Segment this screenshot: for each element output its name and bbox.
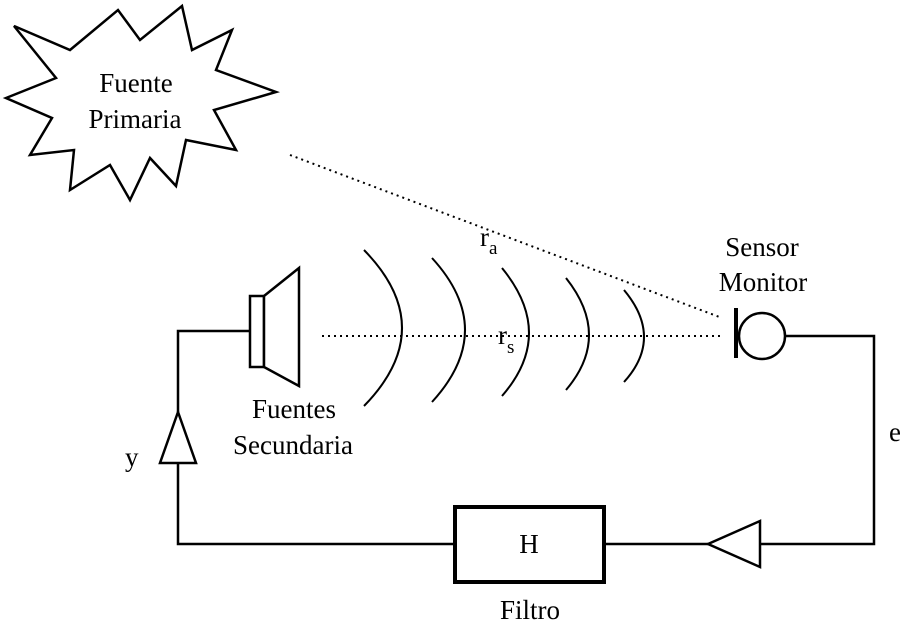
error-signal-label: e — [889, 417, 900, 447]
primary-source-starburst — [2, 3, 281, 203]
microphone-icon — [734, 308, 787, 361]
sound-wave-arc — [363, 249, 403, 407]
distance-rs-label: rs — [498, 320, 514, 358]
sound-wave-arc — [565, 277, 590, 391]
preamplifier-icon — [704, 519, 762, 569]
primary-source-label-line2: Primaria — [89, 104, 182, 134]
sensor-label-line2: Monitor — [719, 267, 808, 297]
sound-wave-arc — [431, 257, 466, 403]
loudspeaker-icon — [248, 265, 301, 389]
secondary-source-label-line2: Secundaria — [233, 430, 353, 460]
amplifier-icon — [158, 408, 198, 465]
sound-waves — [363, 249, 645, 407]
filter-symbol: H — [519, 529, 539, 559]
wire-speaker-to-amplifier — [176, 329, 250, 412]
wire-amplifier-to-filter — [176, 463, 455, 546]
distance-ra-label: ra — [480, 222, 498, 259]
signal-wiring — [176, 329, 876, 546]
filter-box — [453, 505, 606, 584]
filter-label: Filtro — [500, 595, 560, 625]
secondary-source-label-line1: Fuentes — [252, 394, 336, 424]
sensor-label-line1: Sensor — [725, 232, 799, 262]
wire-preamp-to-sensor — [760, 334, 876, 546]
sound-wave-arc — [501, 267, 530, 397]
path-ra-dotted — [289, 154, 723, 319]
primary-source-label-line1: Fuente — [99, 68, 173, 98]
sound-wave-arc — [623, 289, 645, 383]
output-signal-label: y — [125, 442, 139, 472]
